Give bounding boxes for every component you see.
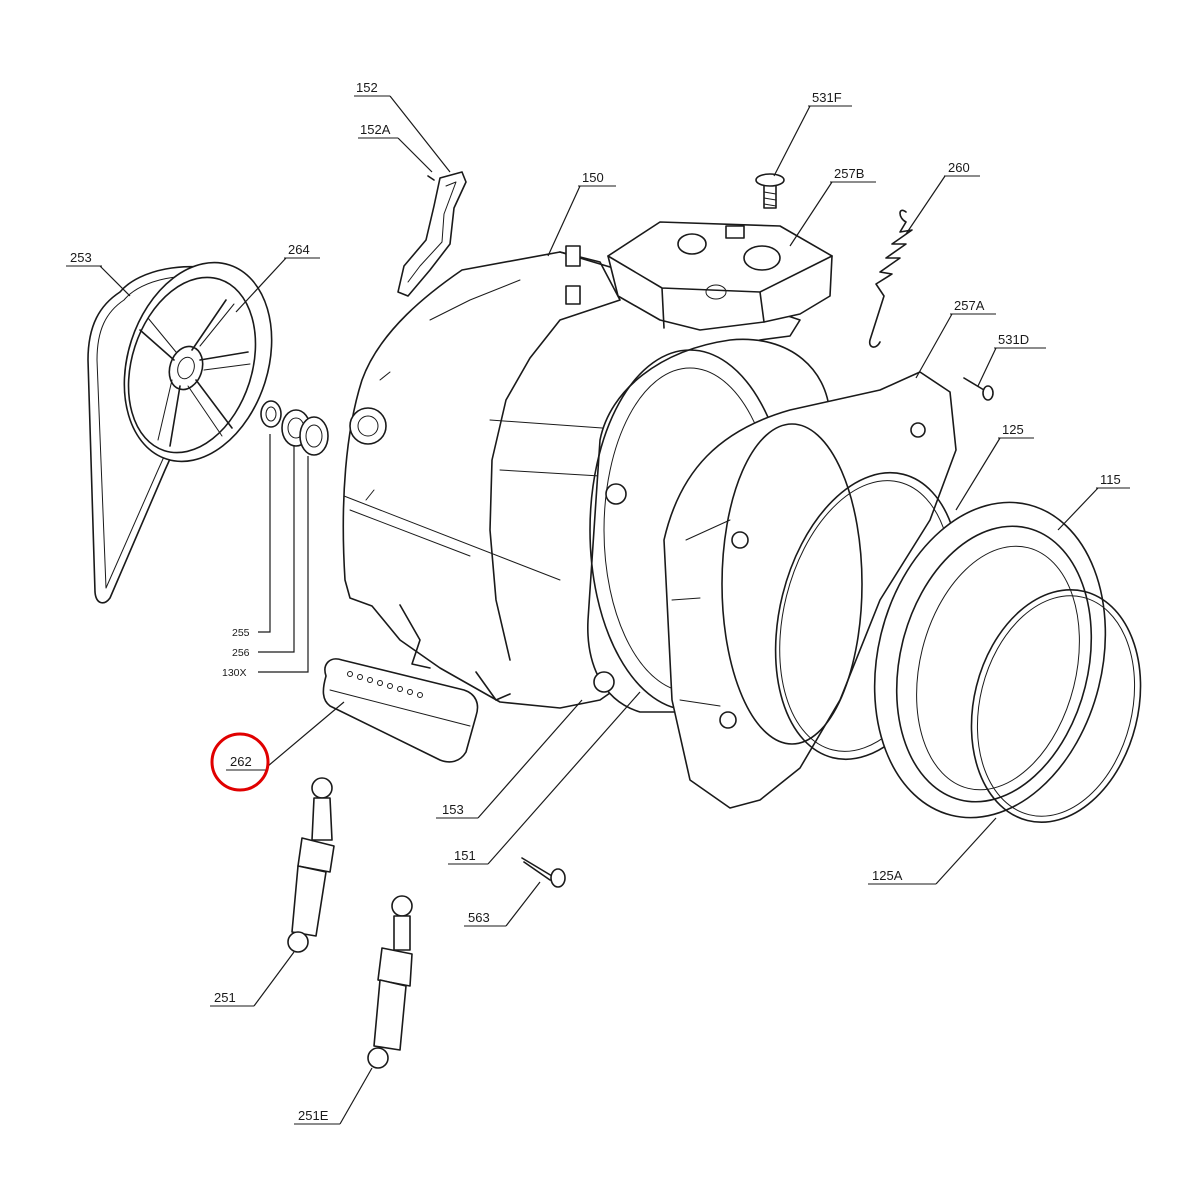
part-125A-clamp — [970, 588, 1142, 824]
label-130X[interactable]: 130X — [222, 667, 247, 679]
label-256[interactable]: 256 — [232, 647, 250, 659]
label-257A[interactable]: 257A — [954, 298, 985, 313]
label-115[interactable]: 115 — [1100, 472, 1121, 487]
part-251E-shock-absorber — [367, 895, 413, 1069]
label-251[interactable]: 251 — [214, 990, 236, 1005]
highlight-circle-262 — [210, 732, 270, 792]
part-264-pulley — [123, 261, 273, 463]
leader-lines — [99, 95, 1099, 1125]
part-257B-counterweight — [607, 221, 833, 331]
part-260-spring — [868, 209, 913, 348]
label-152[interactable]: 152 — [356, 80, 378, 95]
label-125A[interactable]: 125A — [872, 868, 903, 883]
label-152A[interactable]: 152A — [360, 122, 391, 137]
label-150[interactable]: 150 — [582, 170, 604, 185]
part-262-heater — [322, 658, 479, 763]
part-255-256-130X-bearings — [260, 400, 329, 456]
label-153[interactable]: 153 — [442, 802, 464, 817]
part-115-door-seal — [873, 501, 1107, 819]
label-125[interactable]: 125 — [1002, 422, 1024, 437]
label-264[interactable]: 264 — [288, 242, 310, 257]
label-255[interactable]: 255 — [232, 627, 250, 639]
label-251E[interactable]: 251E — [298, 1108, 329, 1123]
part-531F-screw — [755, 173, 785, 209]
label-151[interactable]: 151 — [454, 848, 476, 863]
label-531D[interactable]: 531D — [998, 332, 1029, 347]
label-531F[interactable]: 531F — [812, 90, 842, 105]
label-253[interactable]: 253 — [70, 250, 92, 265]
part-152-bracket — [397, 171, 467, 297]
part-531D-screw — [963, 377, 994, 401]
part-labels: 152 152A 150 531F 257B 260 253 264 257A … — [66, 80, 1130, 1125]
part-251-shock-absorber — [287, 777, 335, 953]
label-257B[interactable]: 257B — [834, 166, 864, 181]
label-563[interactable]: 563 — [468, 910, 490, 925]
part-563-pin — [521, 857, 566, 888]
label-262[interactable]: 262 — [230, 754, 252, 769]
label-260[interactable]: 260 — [948, 160, 970, 175]
